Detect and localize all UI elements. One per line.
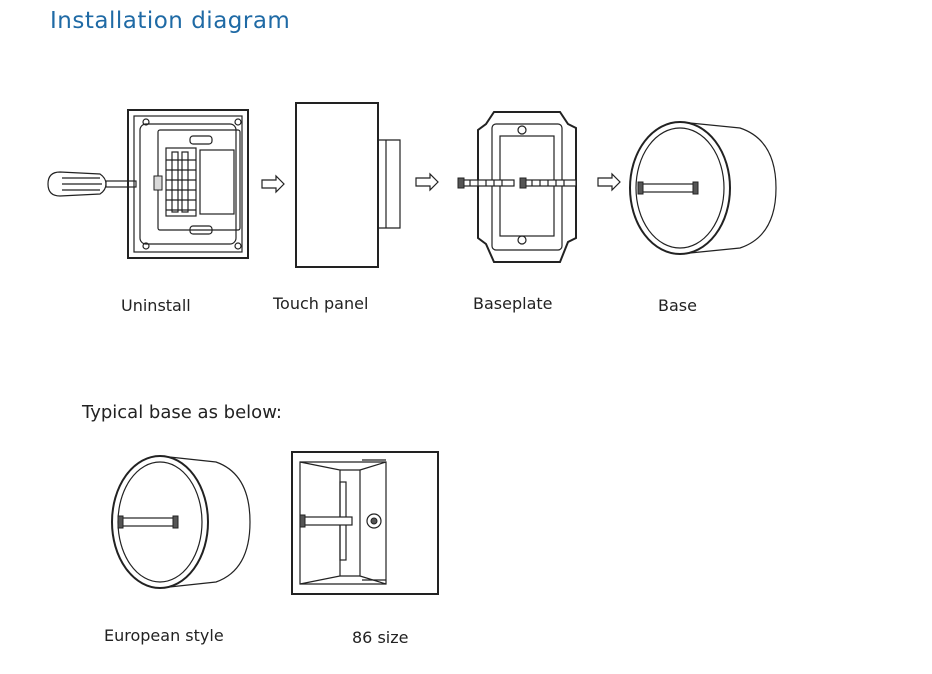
touch-panel-illustration bbox=[295, 102, 401, 268]
step-label-uninstall: Uninstall bbox=[121, 296, 191, 315]
european-style-box-illustration bbox=[111, 455, 251, 589]
baseplate-illustration bbox=[457, 111, 577, 263]
step-label-baseplate: Baseplate bbox=[473, 294, 553, 313]
typical-base-heading: Typical base as below: bbox=[82, 402, 282, 423]
typical-label-european-style: European style bbox=[104, 626, 224, 645]
arrow-right-icon bbox=[261, 174, 285, 194]
screwdriver-icon bbox=[47, 171, 137, 197]
arrow-right-icon bbox=[415, 172, 439, 192]
base-illustration bbox=[629, 121, 777, 255]
step-label-base: Base bbox=[658, 296, 697, 315]
step-label-touch-panel: Touch panel bbox=[273, 294, 369, 313]
arrow-right-icon bbox=[597, 172, 621, 192]
page-title: Installation diagram bbox=[50, 8, 291, 34]
uninstall-panel-illustration bbox=[127, 109, 249, 259]
typical-label-86-size: 86 size bbox=[352, 628, 409, 647]
86-size-box-illustration bbox=[291, 451, 439, 595]
